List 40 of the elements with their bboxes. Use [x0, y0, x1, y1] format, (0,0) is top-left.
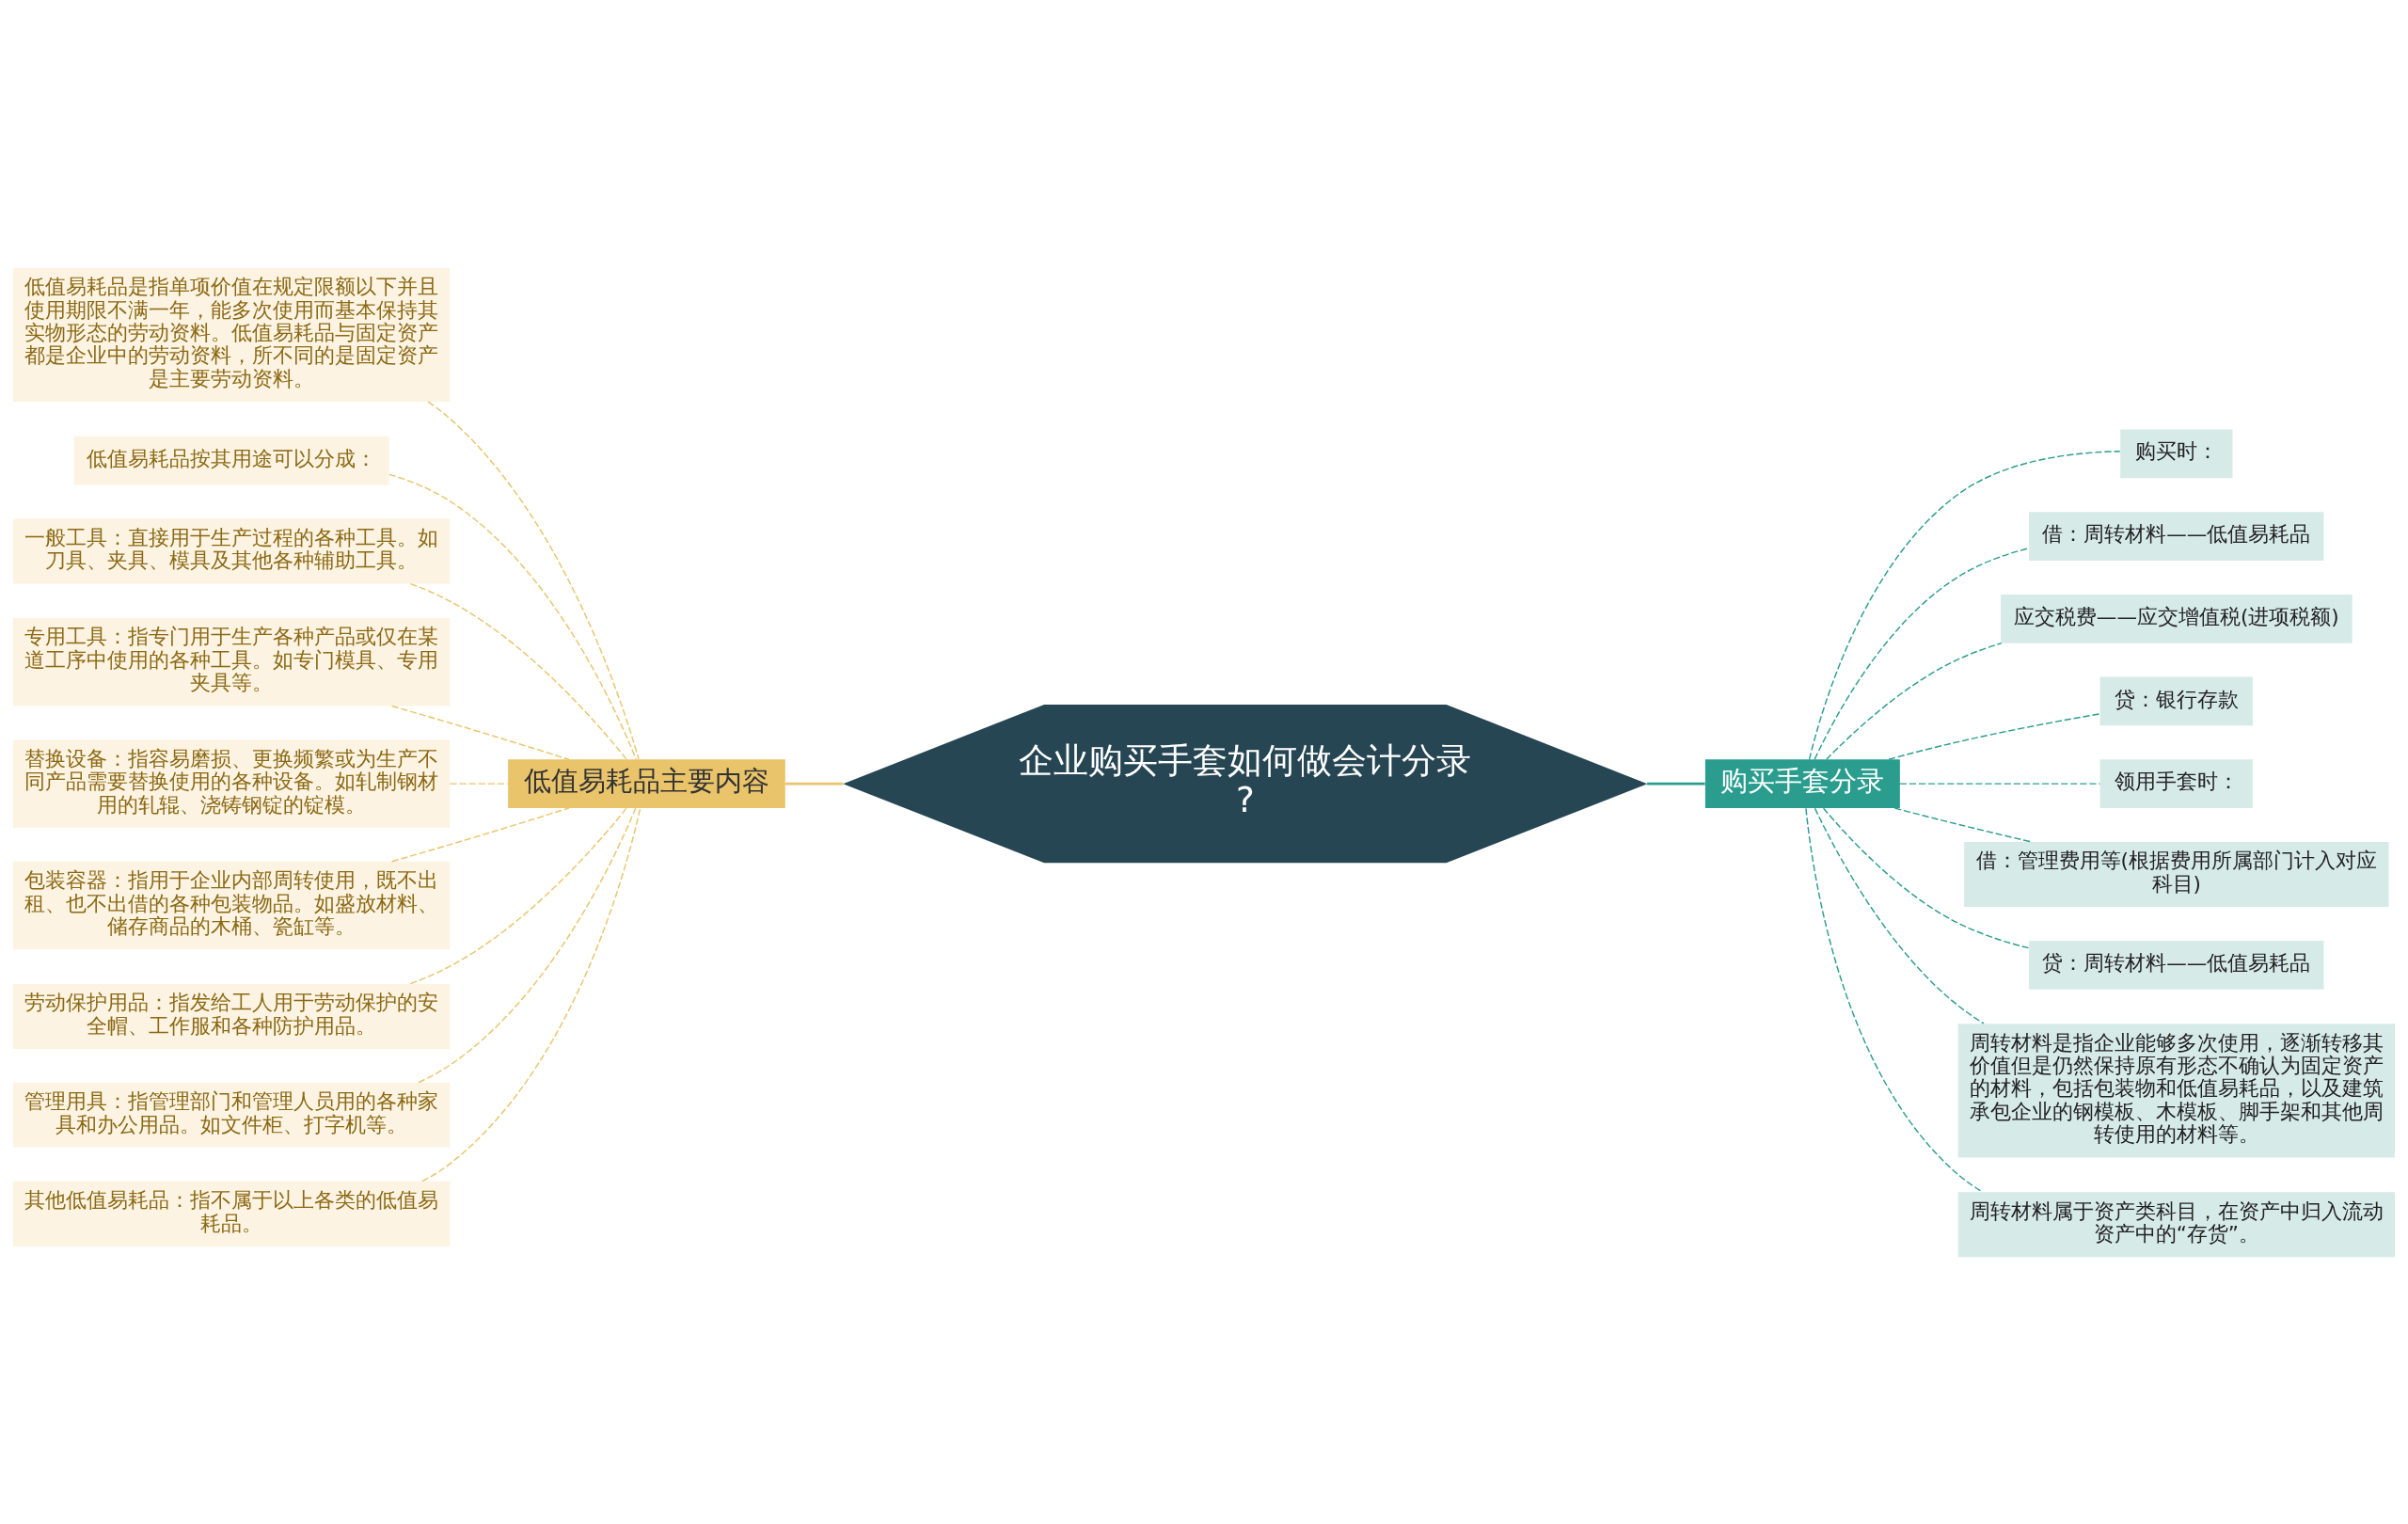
node-box: 管理用具：指管理部门和管理人员用的各种家具和办公用品。如文件柜、打字机等。 [13, 1082, 451, 1148]
connector [427, 400, 640, 760]
connector [418, 806, 637, 1083]
connector [409, 806, 627, 984]
connector [1822, 807, 2030, 948]
node-box: 专用工具：指专门用于生产各种产品或仅在某道工序中使用的各种工具。如专门模具、专用夹具等。 [13, 617, 451, 706]
node-box: 替换设备：指容易磨损、更换频繁或为生产不同产品需要替换使用的各种设备。如轧制钢材用的轧辊、浇铸钢锭的锭模。 [13, 738, 451, 828]
connector [1814, 547, 2030, 760]
node-box: 贷：银行存款 [2099, 676, 2254, 725]
connector [1893, 806, 2033, 843]
connector [1899, 782, 2101, 785]
connector [449, 782, 509, 785]
node-box: 其他低值易耗品：指不属于以上各类的低值易耗品。 [13, 1181, 451, 1246]
node-box: 周转材料是指企业能够多次使用，逐渐转移其价值但是仍然保持原有形态不确认为固定资产的材料，包括包装物和低值易耗品，以及建筑承包企业的钢模板、木模板、脚手架和其他周转使用的材料等。 [1957, 1023, 2395, 1158]
node-box: 包装容器：指用于企业内部周转使用，既不出租、也不出借的各种包装物品。如盛放材料、储存商品的木桶、瓷缸等。 [13, 861, 451, 949]
connector [421, 807, 642, 1182]
connector [1805, 807, 1984, 1193]
node-box: 低值易耗品是指单项价值在规定限额以下并且使用期限不满一年，能多次使用而基本保持其实物形态的劳动资料。低值易耗品与固定资产都是企业中的劳动资料，所不同的是固定资产是主要劳动资料。 [13, 267, 451, 402]
connector [1826, 642, 2003, 760]
node-box: 一般工具：直接用于生产过程的各种工具。如刀具、夹具、模具及其他各种辅助工具。 [13, 517, 451, 583]
node-box: 借：管理费用等(根据费用所属部门计入对应科目) [1964, 841, 2389, 907]
node-box: 低值易耗品主要内容 [508, 758, 785, 808]
connector [1888, 712, 2101, 760]
connector [409, 582, 627, 760]
node-box: 领用手套时： [2099, 758, 2254, 808]
connector [785, 782, 844, 786]
node-box: 贷：周转材料——低值易耗品 [2029, 940, 2324, 990]
node-box: 劳动保护用品：指发给工人用于劳动保护的安全帽、工作服和各种防护用品。 [13, 983, 451, 1049]
connector [390, 705, 570, 760]
connector [1808, 450, 2121, 760]
node-box: 应交税费——应交增值税(进项税额) [2000, 594, 2353, 643]
connector [1647, 782, 1705, 786]
node-box: 购买手套分录 [1704, 758, 1900, 808]
connector [390, 806, 570, 862]
connector [1814, 807, 1985, 1024]
node-box: 购买时： [2120, 429, 2233, 478]
node-box: 周转材料属于资产类科目，在资产中归入流动资产中的“存货”。 [1957, 1191, 2395, 1257]
node-box: 借：周转材料——低值易耗品 [2029, 511, 2324, 561]
node-box: 低值易耗品按其用途可以分成： [73, 436, 389, 484]
connector [388, 473, 637, 760]
